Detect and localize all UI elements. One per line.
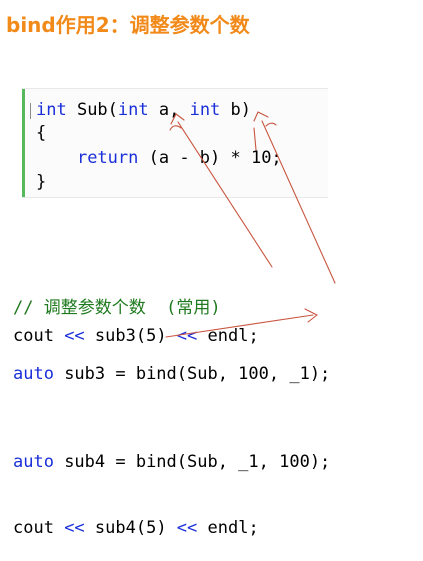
- bind-expression: sub3 = bind(Sub, 100, _1);: [53, 364, 331, 384]
- code-comment: // 调整参数个数 (常用): [13, 298, 221, 318]
- call-expression: sub4(5): [84, 518, 177, 538]
- stream-operator: <<: [176, 518, 198, 538]
- text-caret: [30, 103, 31, 119]
- endl-token: endl;: [197, 326, 259, 346]
- call-expression: sub3(5): [84, 326, 177, 346]
- code-line-close-brace: }: [36, 172, 47, 192]
- code-line-sub3-decl: auto sub3 = bind(Sub, 100, _1);: [13, 363, 330, 385]
- stream-operator: <<: [64, 518, 85, 538]
- snippet-sub3: // 调整参数个数 (常用) auto sub3 = bind(Sub, 100…: [13, 253, 330, 407]
- code-line-return: return (a - b) * 10;: [36, 147, 282, 169]
- code-line-open-brace: {: [36, 123, 47, 143]
- keyword-int: int: [117, 100, 149, 120]
- param-b: b): [220, 100, 252, 120]
- code-line-sub4-decl: auto sub4 = bind(Sub, _1, 100);: [13, 451, 330, 473]
- code-line-signature: int Sub(int a, int b): [36, 99, 251, 121]
- keyword-return: return: [76, 148, 139, 168]
- bind-expression: sub4 = bind(Sub, _1, 100);: [53, 452, 331, 472]
- endl-token: endl;: [197, 518, 259, 538]
- stream-operator: <<: [176, 326, 198, 346]
- keyword-int: int: [36, 100, 67, 120]
- function-code-box: int Sub(int a, int b) { return (a - b) *…: [22, 88, 328, 198]
- cout-token: cout: [13, 326, 65, 346]
- snippet-sub4: auto sub4 = bind(Sub, _1, 100); cout << …: [13, 407, 330, 561]
- indent: [36, 148, 77, 168]
- code-line-sub4-call: cout << sub4(5) << endl;: [13, 517, 330, 539]
- editor-gutter-marker: [22, 89, 25, 197]
- keyword-auto: auto: [13, 364, 54, 384]
- keyword-auto: auto: [13, 452, 54, 472]
- return-expression: (a - b) * 10;: [138, 148, 282, 168]
- stream-operator: <<: [64, 326, 85, 346]
- param-a: a,: [148, 100, 190, 120]
- keyword-int: int: [189, 100, 221, 120]
- code-line-sub3-call: cout << sub3(5) << endl;: [13, 325, 259, 347]
- page-title: bind作用2：调整参数个数: [6, 13, 250, 37]
- function-name: Sub(: [66, 100, 118, 120]
- cout-token: cout: [13, 518, 65, 538]
